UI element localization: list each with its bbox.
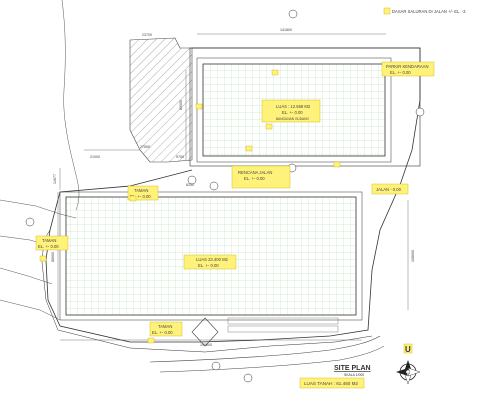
callout-jalan: JALAN - 0.00 [371, 183, 409, 195]
svg-text:TAMAN: TAMAN [134, 188, 148, 193]
dim-small-e: 6250 [186, 183, 194, 187]
site-plan-title: SITE PLAN [334, 365, 371, 372]
dim-lower-left: 88600 [51, 252, 55, 262]
parking-stalls [227, 317, 339, 333]
svg-text:EL. +- 0.00: EL. +- 0.00 [130, 194, 151, 199]
dim-small-b: 27500 [140, 145, 150, 149]
dim-left-small: 14677 [53, 174, 57, 184]
callout-luas-tanah: LUAS TANAH : 61.460 M2 [299, 377, 365, 389]
callout-luas-upper: LUAS : 12.559 M2 EL. +- 0.00 BANGUNAN GU… [261, 99, 321, 123]
svg-text:LUAS : 12.559 M2: LUAS : 12.559 M2 [276, 104, 311, 109]
callout-top-note: DASAR SALURAN DI JALAN +/- EL. -3 [383, 7, 466, 15]
dim-bottom-width: 190800 [200, 343, 212, 347]
terrain-contours [0, 0, 80, 321]
road-edge [149, 335, 381, 363]
north-label: U [405, 345, 411, 354]
svg-text:EL. +- 0.00: EL. +- 0.00 [198, 263, 219, 268]
svg-text:EL. +- 0.00: EL. +- 0.00 [38, 244, 59, 249]
callout-taman-bottom: TAMAN EL. +- 0.00 [149, 321, 183, 337]
svg-text:PARKIR KENDARAAN: PARKIR KENDARAAN [386, 64, 429, 69]
dim-lower-right: 108000 [411, 250, 415, 262]
callout-luas-lower: LUAS 23.400 M2 EL. +- 0.00 [183, 254, 237, 270]
dim-top-width: 141800 [280, 28, 292, 32]
entry-ramp [191, 317, 219, 347]
svg-text:EL. +- 0.00: EL. +- 0.00 [244, 176, 265, 181]
dim-left-height: 80000 [179, 100, 183, 110]
svg-text:JALAN - 0.00: JALAN - 0.00 [376, 187, 402, 192]
svg-text:LUAS 23.400 M2: LUAS 23.400 M2 [196, 257, 229, 262]
svg-text:BANGUNAN GUDANG: BANGUNAN GUDANG [276, 117, 309, 121]
dim-small-a: 23700 [142, 33, 152, 37]
callout-taman-left: TAMAN EL. +- 0.00 [35, 235, 69, 251]
svg-text:EL. +- 0.00: EL. +- 0.00 [282, 110, 303, 115]
svg-text:RENCANA JALAN: RENCANA JALAN [238, 170, 272, 175]
svg-text:EL. +- 0.00: EL. +- 0.00 [152, 330, 173, 335]
hatched-parcel [129, 37, 193, 163]
svg-text:LUAS TANAH : 61.460 M2: LUAS TANAH : 61.460 M2 [304, 381, 358, 386]
north-arrow-icon [396, 360, 421, 385]
svg-text:EL. +- 0.00: EL. +- 0.00 [390, 70, 411, 75]
dimension-lines [57, 33, 409, 341]
dim-small-d: 9700 [176, 155, 184, 159]
svg-text:TAMAN: TAMAN [42, 238, 56, 243]
site-plan-scale: SKALA 1/000 [344, 373, 364, 377]
dim-small-c: 21000 [90, 155, 100, 159]
level-tags [39, 69, 341, 344]
svg-text:TAMAN: TAMAN [158, 324, 172, 329]
callout-rencana: RENCANA JALAN EL. +- 0.00 [231, 165, 291, 189]
svg-text:DASAR SALURAN DI JALAN +/- EL.: DASAR SALURAN DI JALAN +/- EL. -3 [392, 9, 466, 14]
callout-parkir: PARKIR KENDARAAN EL. +- 0.00 [381, 61, 435, 77]
